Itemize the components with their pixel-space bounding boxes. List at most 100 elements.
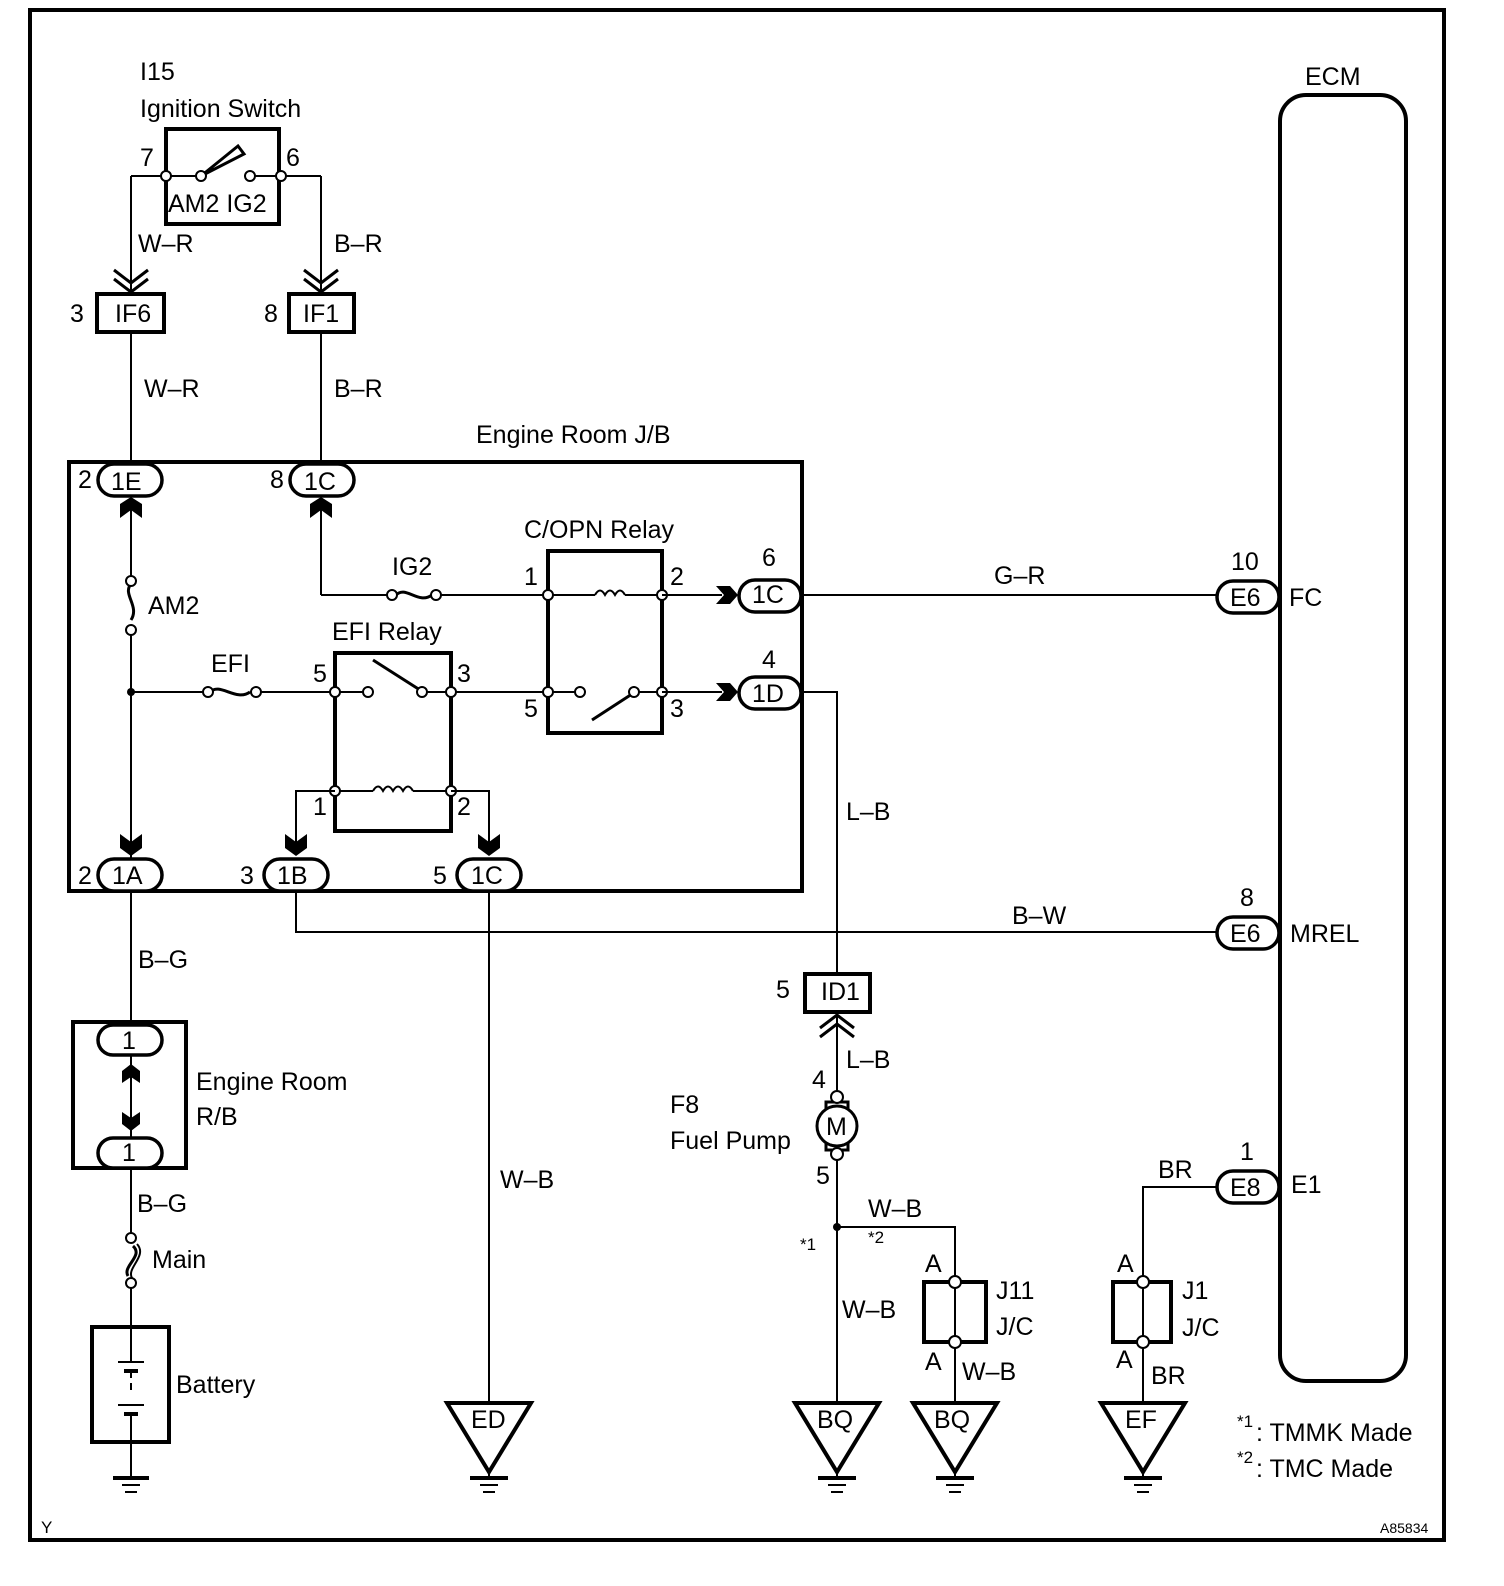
svg-text:A: A bbox=[925, 1348, 942, 1376]
svg-text:A: A bbox=[925, 1250, 942, 1278]
ground-bq-1: BQ bbox=[791, 1401, 883, 1493]
svg-text:1: 1 bbox=[1240, 1138, 1254, 1166]
arrow-up-icon bbox=[120, 497, 142, 518]
connector-e6-fc: 10 E6 FC bbox=[1215, 548, 1322, 615]
connector-1d: 4 1D bbox=[737, 646, 803, 711]
relay-coil-icon bbox=[372, 785, 414, 794]
svg-text:3: 3 bbox=[240, 862, 254, 890]
wire-label-wb-ed: W–B bbox=[500, 1166, 554, 1194]
svg-text:5: 5 bbox=[524, 695, 538, 723]
svg-text:ID1: ID1 bbox=[821, 978, 860, 1006]
efi-relay: EFI Relay 5 3 1 2 bbox=[313, 618, 471, 833]
fuse-efi-icon bbox=[208, 687, 251, 697]
svg-text:EF: EF bbox=[1125, 1406, 1157, 1434]
arrow-up-icon bbox=[310, 497, 332, 518]
ignition-switch-contacts: AM2 IG2 bbox=[168, 190, 267, 218]
engine-room-rb-line1: Engine Room bbox=[196, 1068, 347, 1096]
ground-ef: EF bbox=[1097, 1401, 1189, 1493]
svg-text:8: 8 bbox=[264, 300, 278, 328]
diagram-frame bbox=[28, 8, 1446, 1542]
wire-label-br-lower: BR bbox=[1151, 1362, 1186, 1390]
connector-1c-fc: 6 1C bbox=[737, 544, 803, 614]
svg-text:2: 2 bbox=[78, 466, 92, 494]
fuse-efi-label: EFI bbox=[211, 650, 250, 678]
copn-relay-title: C/OPN Relay bbox=[524, 516, 675, 544]
svg-text:5: 5 bbox=[433, 862, 447, 890]
ignition-switch-name: Ignition Switch bbox=[140, 95, 301, 123]
svg-text:J/C: J/C bbox=[1182, 1314, 1220, 1342]
svg-text:3: 3 bbox=[70, 300, 84, 328]
svg-text:BQ: BQ bbox=[934, 1406, 970, 1434]
connector-1c-top: 8 1C bbox=[270, 462, 356, 498]
svg-text:4: 4 bbox=[812, 1066, 826, 1094]
connector-if1: 8 IF1 bbox=[264, 292, 356, 334]
svg-text:IF6: IF6 bbox=[115, 300, 151, 328]
svg-text:J11: J11 bbox=[996, 1277, 1034, 1305]
ignition-pin-6: 6 bbox=[286, 144, 300, 172]
ground-bq-2: BQ bbox=[909, 1401, 1001, 1493]
marker-1: *1 bbox=[800, 1235, 816, 1254]
svg-text:1: 1 bbox=[524, 563, 538, 591]
connector-1c-bottom: 5 1C bbox=[433, 857, 523, 893]
wire-label-br-lower: B–R bbox=[334, 375, 383, 403]
arrow-right-icon bbox=[716, 683, 738, 701]
relay-coil-icon bbox=[594, 589, 626, 598]
svg-text:1A: 1A bbox=[112, 862, 143, 890]
svg-text:1C: 1C bbox=[752, 581, 784, 609]
efi-relay-title: EFI Relay bbox=[332, 618, 442, 646]
svg-text:4: 4 bbox=[762, 646, 776, 674]
connector-chevron-icon bbox=[113, 268, 339, 294]
svg-text:1C: 1C bbox=[304, 468, 336, 496]
figure-id: A85834 bbox=[1380, 1520, 1428, 1536]
connector-1e: 2 1E bbox=[78, 462, 164, 498]
marker-2: *2 bbox=[868, 1228, 884, 1247]
svg-text:3: 3 bbox=[670, 695, 684, 723]
ecm-box bbox=[1278, 93, 1408, 1383]
battery-label: Battery bbox=[176, 1371, 256, 1399]
main-fuse: Main bbox=[125, 1232, 206, 1289]
fusible-link-icon bbox=[125, 1244, 138, 1277]
arrow-down-icon bbox=[120, 834, 142, 856]
wire-label-bg-lower: B–G bbox=[137, 1190, 187, 1218]
svg-text:A: A bbox=[1116, 1346, 1133, 1374]
wire-label-gr: G–R bbox=[994, 562, 1045, 590]
svg-text:E8: E8 bbox=[1230, 1174, 1261, 1202]
svg-text:1C: 1C bbox=[471, 862, 503, 890]
svg-text:5: 5 bbox=[816, 1162, 830, 1190]
svg-text:J1: J1 bbox=[1182, 1277, 1208, 1305]
signal-fc: FC bbox=[1289, 584, 1322, 612]
svg-text:E6: E6 bbox=[1230, 584, 1261, 612]
note-2-mark: *2 bbox=[1237, 1448, 1253, 1467]
engine-room-jb bbox=[67, 460, 804, 893]
wire-label-wb-left: W–B bbox=[842, 1296, 896, 1324]
fuel-pump: F8 Fuel Pump 4 5 M bbox=[670, 1066, 859, 1190]
svg-text:5: 5 bbox=[313, 660, 327, 688]
copn-relay: C/OPN Relay 1 2 5 3 bbox=[524, 516, 684, 735]
arrow-up-icon bbox=[122, 1064, 140, 1083]
svg-text:1E: 1E bbox=[111, 468, 142, 496]
signal-e1: E1 bbox=[1291, 1171, 1322, 1199]
footnotes: *1 : TMMK Made *2 : TMC Made bbox=[1237, 1412, 1413, 1483]
svg-text:1: 1 bbox=[313, 793, 327, 821]
connector-1b: 3 1B bbox=[240, 857, 330, 893]
junction-j11: A J11 J/C A W–B bbox=[922, 1250, 1034, 1386]
svg-text:A: A bbox=[1117, 1250, 1134, 1278]
svg-text:IF1: IF1 bbox=[303, 300, 339, 328]
ecm-title: ECM bbox=[1305, 63, 1361, 91]
rb-connector-bottom: 1 bbox=[122, 1139, 136, 1167]
fuel-pump-name: Fuel Pump bbox=[670, 1127, 791, 1155]
fuse-ig2-icon bbox=[394, 590, 433, 600]
connector-1a: 2 1A bbox=[78, 857, 164, 893]
svg-text:5: 5 bbox=[776, 976, 790, 1004]
connector-if6: 3 IF6 bbox=[70, 292, 166, 334]
wire-label-wr-lower: W–R bbox=[144, 375, 200, 403]
ignition-pin-7: 7 bbox=[140, 144, 154, 172]
fuse-ig2-label: IG2 bbox=[392, 553, 432, 581]
signal-mrel: MREL bbox=[1290, 920, 1360, 948]
svg-text:M: M bbox=[826, 1113, 847, 1141]
note-1-text: : TMMK Made bbox=[1256, 1419, 1413, 1447]
wire-label-br-upper-e1: BR bbox=[1158, 1156, 1193, 1184]
wire-label-lb-lower: L–B bbox=[846, 1046, 890, 1074]
wire-label-lb-upper: L–B bbox=[846, 798, 890, 826]
